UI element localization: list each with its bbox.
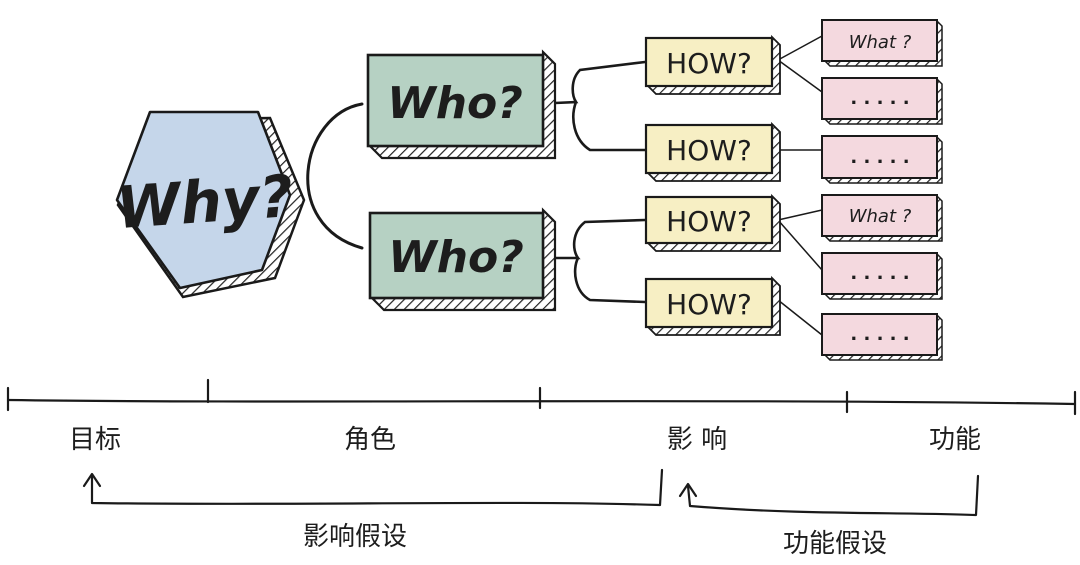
timeline-label-feature: 功能 [929,425,981,455]
what-node-1-label: What ? [849,32,912,53]
why-who-connector [306,102,364,250]
what-node-3: . . . . . [821,135,943,184]
who-node-2-face [368,211,545,300]
hypothesis-brackets [82,468,980,517]
impact-hypothesis-arrowhead [82,472,102,488]
what-node-3-face [821,135,938,179]
what-node-2: . . . . . [821,77,943,125]
what-node-2-face [821,77,938,120]
how1-what-connector [777,35,823,93]
how-node-1-label: HOW? [666,47,752,80]
connectors [306,35,823,336]
how-node-4: HOW? [644,275,781,336]
how-node-2: HOW? [644,121,781,182]
how-node-3: HOW? [644,193,781,252]
what-node-6-face [821,313,938,356]
what-node-6: . . . . . [821,313,943,361]
timeline-label-goal: 目标 [69,425,121,455]
who2-how-connector [553,218,647,304]
who-node-1-label: Who? [387,78,523,129]
impact-hypothesis-label: 影响假设 [303,522,407,552]
what-node-1-face [821,19,938,62]
feature-hypothesis-label: 功能假设 [783,529,887,559]
what-node-3-label: . . . . . [850,147,909,168]
how-node-1: HOW? [644,34,781,95]
timeline [6,378,1077,416]
how-node-4-face [644,277,774,329]
how-node-3-label: HOW? [666,205,752,238]
who-node-2: Who? [368,207,557,312]
what-node-1: What ? [821,19,943,67]
how4-what-connector [777,299,823,336]
why-hexagon-node: Why? [114,110,306,299]
timeline-label-role: 角色 [344,425,396,455]
what-node-2-label: . . . . . [850,88,909,109]
why-label: Why? [114,162,295,242]
how-node-3-face [644,195,774,245]
who-node-2-label: Who? [388,232,524,283]
impact-hypothesis-bracket [90,468,664,507]
timeline-label-impact: 影 响 [667,425,727,455]
what-node-4-face [821,194,938,237]
who1-how-connector [553,60,647,152]
what-node-5-label: . . . . . [850,263,909,284]
what-node-4: What ? [821,194,943,242]
how-node-2-label: HOW? [666,134,752,167]
what-node-5-face [821,252,938,295]
how-node-2-face [644,123,774,175]
what-node-5: . . . . . [821,252,943,300]
who-node-1: Who? [366,49,557,160]
how3-what-connector [777,209,823,271]
why-hexagon-face [115,110,292,290]
timeline-axis [6,398,1077,406]
who-node-1-face [366,53,545,148]
feature-hypothesis-arrowhead [678,482,698,498]
how-node-4-label: HOW? [666,288,752,321]
feature-hypothesis-bracket [686,474,980,517]
what-node-4-label: What ? [849,206,912,227]
what-node-6-label: . . . . . [850,324,909,345]
how-node-1-face [644,36,774,88]
